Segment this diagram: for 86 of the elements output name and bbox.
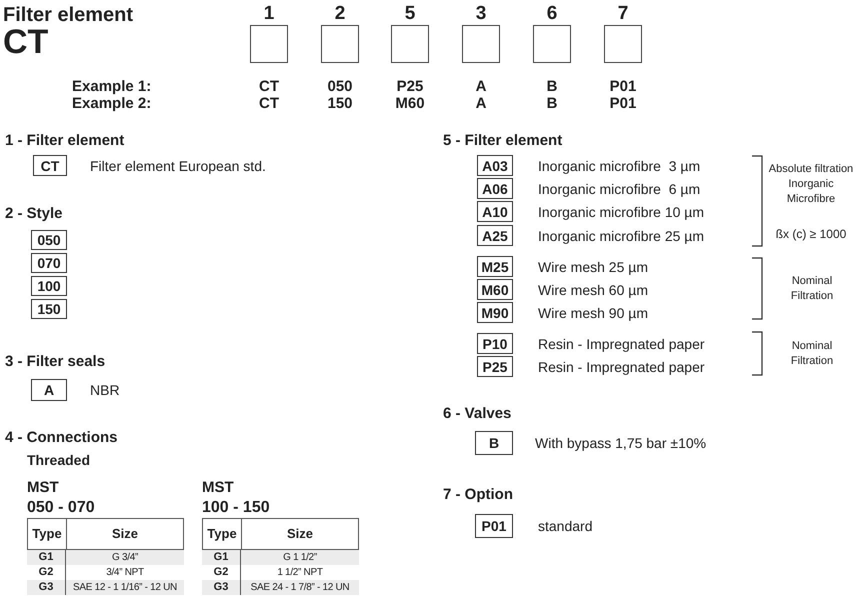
code-box: 070	[31, 253, 67, 273]
table-cell-text: 3/4” NPT	[105, 566, 145, 580]
example-code: M60	[394, 94, 426, 114]
section-heading: 5 - Filter element	[443, 131, 562, 151]
table-cell: G1	[202, 550, 241, 565]
table-cell-text: G 1 1/2”	[282, 551, 318, 565]
option-description: Wire mesh 25 µm	[538, 260, 648, 274]
code-field	[321, 25, 359, 63]
position-number: 2	[334, 2, 346, 26]
table-cell: G3	[202, 580, 241, 595]
example-code: A	[474, 94, 488, 114]
option-description: Filter element European std.	[90, 158, 266, 172]
code-box: M25	[477, 256, 513, 277]
section-heading: 4 - Connections	[5, 428, 118, 448]
position-number: 5	[404, 2, 416, 26]
option-description: Inorganic microfibre 3 µm	[538, 158, 700, 172]
code-box: B	[475, 431, 513, 455]
code-box: A25	[477, 225, 513, 246]
option-description: Inorganic microfibre 25 µm	[538, 228, 704, 242]
example-label: Example 1:	[72, 77, 152, 97]
option-description: Wire mesh 90 µm	[538, 306, 648, 320]
position-number: 1	[262, 2, 276, 26]
bracket-note: Nominal Filtration	[790, 274, 834, 304]
table-cell-text: SAE 12 - 1 1/16” - 12 UN	[72, 581, 178, 595]
position-number: 3	[474, 2, 488, 26]
bracket-note: Nominal Filtration	[790, 339, 834, 369]
example-code: CT	[258, 77, 280, 97]
table-cell: G1	[27, 550, 66, 565]
example-label: Example 2:	[72, 94, 152, 114]
bracket-note: Absolute filtration Inorganic Microfibre	[768, 162, 854, 207]
option-description: NBR	[90, 383, 120, 397]
example-code: P25	[396, 77, 424, 97]
subheading: Threaded	[27, 451, 90, 470]
code-box: M60	[477, 279, 513, 300]
example-code: A	[474, 77, 488, 97]
option-description: Inorganic microfibre 10 µm	[538, 204, 704, 218]
bracket-note: ßx (c) ≥ 1000	[774, 226, 848, 243]
code-box: A10	[477, 201, 513, 222]
code-box: 050	[31, 230, 67, 250]
table-header-cell-text: Size	[110, 525, 139, 544]
table-cell-text: G 3/4”	[111, 551, 139, 565]
example-code: B	[546, 77, 558, 97]
position-number: 6	[546, 2, 558, 26]
example-code: P01	[608, 94, 638, 114]
code-box: M90	[477, 302, 513, 323]
code-field	[391, 25, 429, 63]
code-field	[462, 25, 500, 63]
option-description: Wire mesh 60 µm	[538, 282, 648, 296]
code-field	[533, 25, 571, 63]
section-heading: 6 - Valves	[443, 404, 512, 424]
option-description: Inorganic microfibre 6 µm	[538, 182, 700, 196]
section-heading: 3 - Filter seals	[5, 352, 106, 372]
section-heading: 1 - Filter element	[5, 131, 124, 151]
code-box: A06	[477, 178, 513, 199]
table-cell-text: 1 1/2” NPT	[276, 566, 324, 580]
code-field	[250, 25, 288, 63]
code-box: P10	[477, 333, 513, 354]
position-number: 7	[616, 2, 630, 26]
option-description: Resin - Impregnated paper	[538, 360, 705, 374]
code-box: P01	[475, 514, 513, 538]
code-box: A03	[477, 155, 513, 176]
example-code: B	[546, 94, 558, 114]
code-box: 150	[31, 299, 67, 319]
example-code: 050	[326, 77, 354, 97]
subheading: MST	[202, 478, 234, 498]
subheading: 100 - 150	[202, 498, 270, 518]
code-field	[604, 25, 642, 63]
section-heading: 7 - Option	[443, 485, 513, 505]
example-code: 150	[326, 94, 354, 114]
option-description: standard	[538, 519, 592, 533]
table-header-cell: Type	[28, 519, 67, 549]
code-box: P25	[477, 356, 513, 377]
code-box: A	[31, 379, 67, 401]
option-description: With bypass 1,75 bar ±10%	[535, 436, 706, 450]
example-code: P01	[608, 77, 638, 97]
code-box: 100	[31, 276, 67, 296]
example-code: CT	[258, 94, 280, 114]
section-heading: 2 - Style	[5, 204, 63, 224]
table-cell: G3	[27, 580, 66, 595]
table-cell-text: SAE 24 - 1 7/8” - 12 UN	[250, 581, 350, 595]
table-header-cell-text: Size	[286, 525, 314, 544]
option-description: Resin - Impregnated paper	[538, 336, 705, 350]
subheading: MST	[27, 478, 59, 498]
table-header-cell: Type	[203, 519, 242, 549]
code-box: CT	[33, 155, 67, 176]
subheading: 050 - 070	[27, 498, 95, 518]
